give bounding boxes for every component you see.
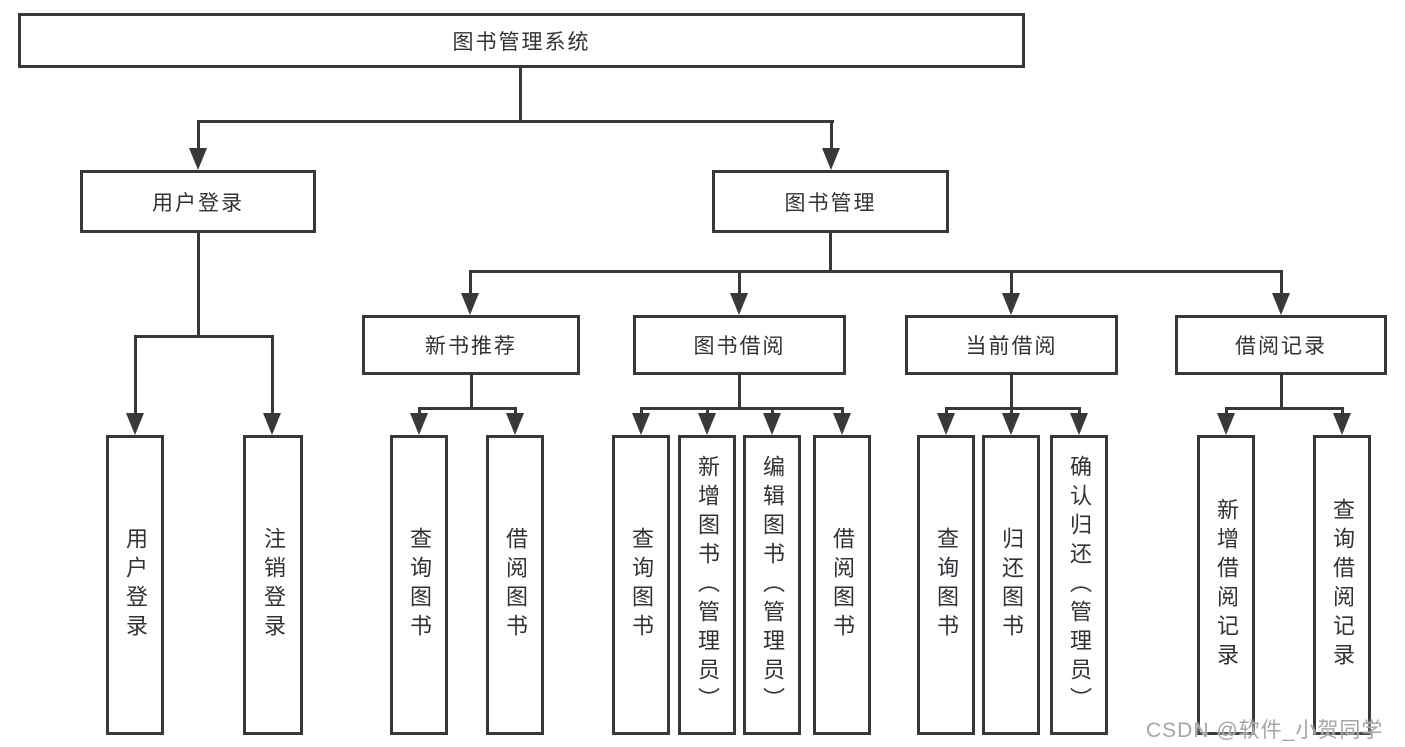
leaf-query-books-recommend-label: 查询图书 xyxy=(407,527,432,643)
arrowhead-book-borrow xyxy=(730,293,748,315)
connector-current-borrow-drop xyxy=(1010,270,1013,295)
leaf-borrow-books-recommend: 借阅图书 xyxy=(486,435,544,735)
connector-new-book-branch xyxy=(418,407,517,410)
connector-drop xyxy=(1341,407,1344,415)
connector-borrow-records-stem xyxy=(1280,375,1283,407)
connector-drop xyxy=(1225,407,1228,415)
leaf-confirm-return-admin: 确认归还（管理员） xyxy=(1050,435,1108,735)
arrowhead-new-book xyxy=(461,293,479,315)
leaf-borrow-books-recommend-label: 借阅图书 xyxy=(503,527,528,643)
node-borrow-records: 借阅记录 xyxy=(1175,315,1387,375)
node-book-management: 图书管理 xyxy=(712,170,949,233)
connector-borrow-records-drop xyxy=(1280,270,1283,295)
connector-book-mgmt-branch xyxy=(469,270,1282,273)
connector-borrow-records-branch xyxy=(1225,407,1343,410)
node-root-system-label: 图书管理系统 xyxy=(452,30,591,54)
node-user-login-label: 用户登录 xyxy=(152,191,244,215)
node-user-login: 用户登录 xyxy=(80,170,316,233)
connector-drop xyxy=(706,407,709,415)
leaf-confirm-return-admin-label: 确认归还（管理员） xyxy=(1067,454,1092,716)
node-book-borrowing-label: 图书借阅 xyxy=(693,335,786,358)
node-root-system: 图书管理系统 xyxy=(18,13,1025,68)
arrowhead-leaf-edit-books xyxy=(763,413,781,435)
connector-book-borrow-stem xyxy=(738,375,741,407)
arrowhead-leaf-query-record xyxy=(1333,413,1351,435)
leaf-add-books-admin: 新增图书（管理员） xyxy=(678,435,736,735)
arrowhead-leaf-login xyxy=(126,413,144,435)
leaf-user-login: 用户登录 xyxy=(106,435,164,735)
leaf-query-borrow-record-label: 查询借阅记录 xyxy=(1330,498,1355,672)
arrowhead-book-mgmt xyxy=(822,148,840,170)
leaf-add-books-admin-label: 新增图书（管理员） xyxy=(695,454,720,716)
connector-drop xyxy=(771,407,774,415)
arrowhead-user-login xyxy=(189,148,207,170)
connector-drop xyxy=(418,407,421,415)
leaf-return-books: 归还图书 xyxy=(982,435,1040,735)
leaf-user-login-label: 用户登录 xyxy=(123,527,148,643)
leaf-logout-label: 注销登录 xyxy=(261,527,286,643)
connector-root-branch xyxy=(197,120,834,123)
connector-new-book-stem xyxy=(470,375,473,407)
node-current-borrowing-label: 当前借阅 xyxy=(965,335,1058,358)
arrowhead-leaf-borrow-books-2 xyxy=(833,413,851,435)
arrowhead-leaf-add-books xyxy=(698,413,716,435)
connector-current-borrow-stem xyxy=(1010,375,1013,407)
connector-book-borrow-branch xyxy=(640,407,843,410)
connector-book-mgmt-drop xyxy=(830,120,833,150)
arrowhead-leaf-add-record xyxy=(1217,413,1235,435)
connector-drop xyxy=(640,407,643,415)
leaf-edit-books-admin-label: 编辑图书（管理员） xyxy=(760,454,785,716)
leaf-query-borrow-record: 查询借阅记录 xyxy=(1313,435,1371,735)
leaf-edit-books-admin: 编辑图书（管理员） xyxy=(743,435,801,735)
leaf-add-borrow-record-label: 新增借阅记录 xyxy=(1214,498,1239,672)
arrowhead-leaf-query-books-1 xyxy=(410,413,428,435)
connector-drop xyxy=(945,407,948,415)
connector-root-stem xyxy=(519,68,522,120)
node-borrow-records-label: 借阅记录 xyxy=(1235,335,1327,358)
connector-book-borrow-drop xyxy=(738,270,741,295)
leaf-return-books-label: 归还图书 xyxy=(999,527,1024,643)
leaf-logout: 注销登录 xyxy=(243,435,303,735)
arrowhead-leaf-query-books-3 xyxy=(937,413,955,435)
leaf-query-books-current: 查询图书 xyxy=(917,435,975,735)
arrowhead-leaf-return-books xyxy=(1002,413,1020,435)
node-current-borrowing: 当前借阅 xyxy=(905,315,1118,375)
connector-drop xyxy=(514,407,517,415)
leaf-query-books-recommend: 查询图书 xyxy=(390,435,448,735)
connector-user-login-stem xyxy=(197,233,200,335)
node-new-book-recommend: 新书推荐 xyxy=(362,315,580,375)
leaf-query-books-current-label: 查询图书 xyxy=(934,527,959,643)
node-new-book-recommend-label: 新书推荐 xyxy=(425,335,517,358)
arrowhead-leaf-logout xyxy=(263,413,281,435)
arrowhead-leaf-borrow-books-1 xyxy=(506,413,524,435)
node-book-borrowing: 图书借阅 xyxy=(633,315,846,375)
arrowhead-leaf-query-books-2 xyxy=(632,413,650,435)
node-book-management-label: 图书管理 xyxy=(784,191,877,215)
arrowhead-borrow-records xyxy=(1272,293,1290,315)
connector-drop xyxy=(1078,407,1081,415)
leaf-query-books-borrowing: 查询图书 xyxy=(612,435,670,735)
connector-leaf-logout-drop xyxy=(271,335,274,415)
leaf-query-books-borrowing-label: 查询图书 xyxy=(629,527,654,643)
connector-new-book-drop xyxy=(469,270,472,295)
arrowhead-leaf-confirm-return xyxy=(1070,413,1088,435)
connector-drop xyxy=(1010,407,1013,415)
arrowhead-current-borrow xyxy=(1002,293,1020,315)
connector-leaf-login-drop xyxy=(134,335,137,415)
leaf-add-borrow-record: 新增借阅记录 xyxy=(1197,435,1255,735)
watermark: CSDN @软件_小贺同学 xyxy=(1146,719,1384,742)
leaf-borrow-books-borrowing: 借阅图书 xyxy=(813,435,871,735)
connector-drop xyxy=(841,407,844,415)
connector-book-mgmt-stem xyxy=(829,233,832,270)
connector-user-login-branch xyxy=(134,335,274,338)
connector-user-login-drop xyxy=(197,120,200,150)
leaf-borrow-books-borrowing-label: 借阅图书 xyxy=(830,527,855,643)
